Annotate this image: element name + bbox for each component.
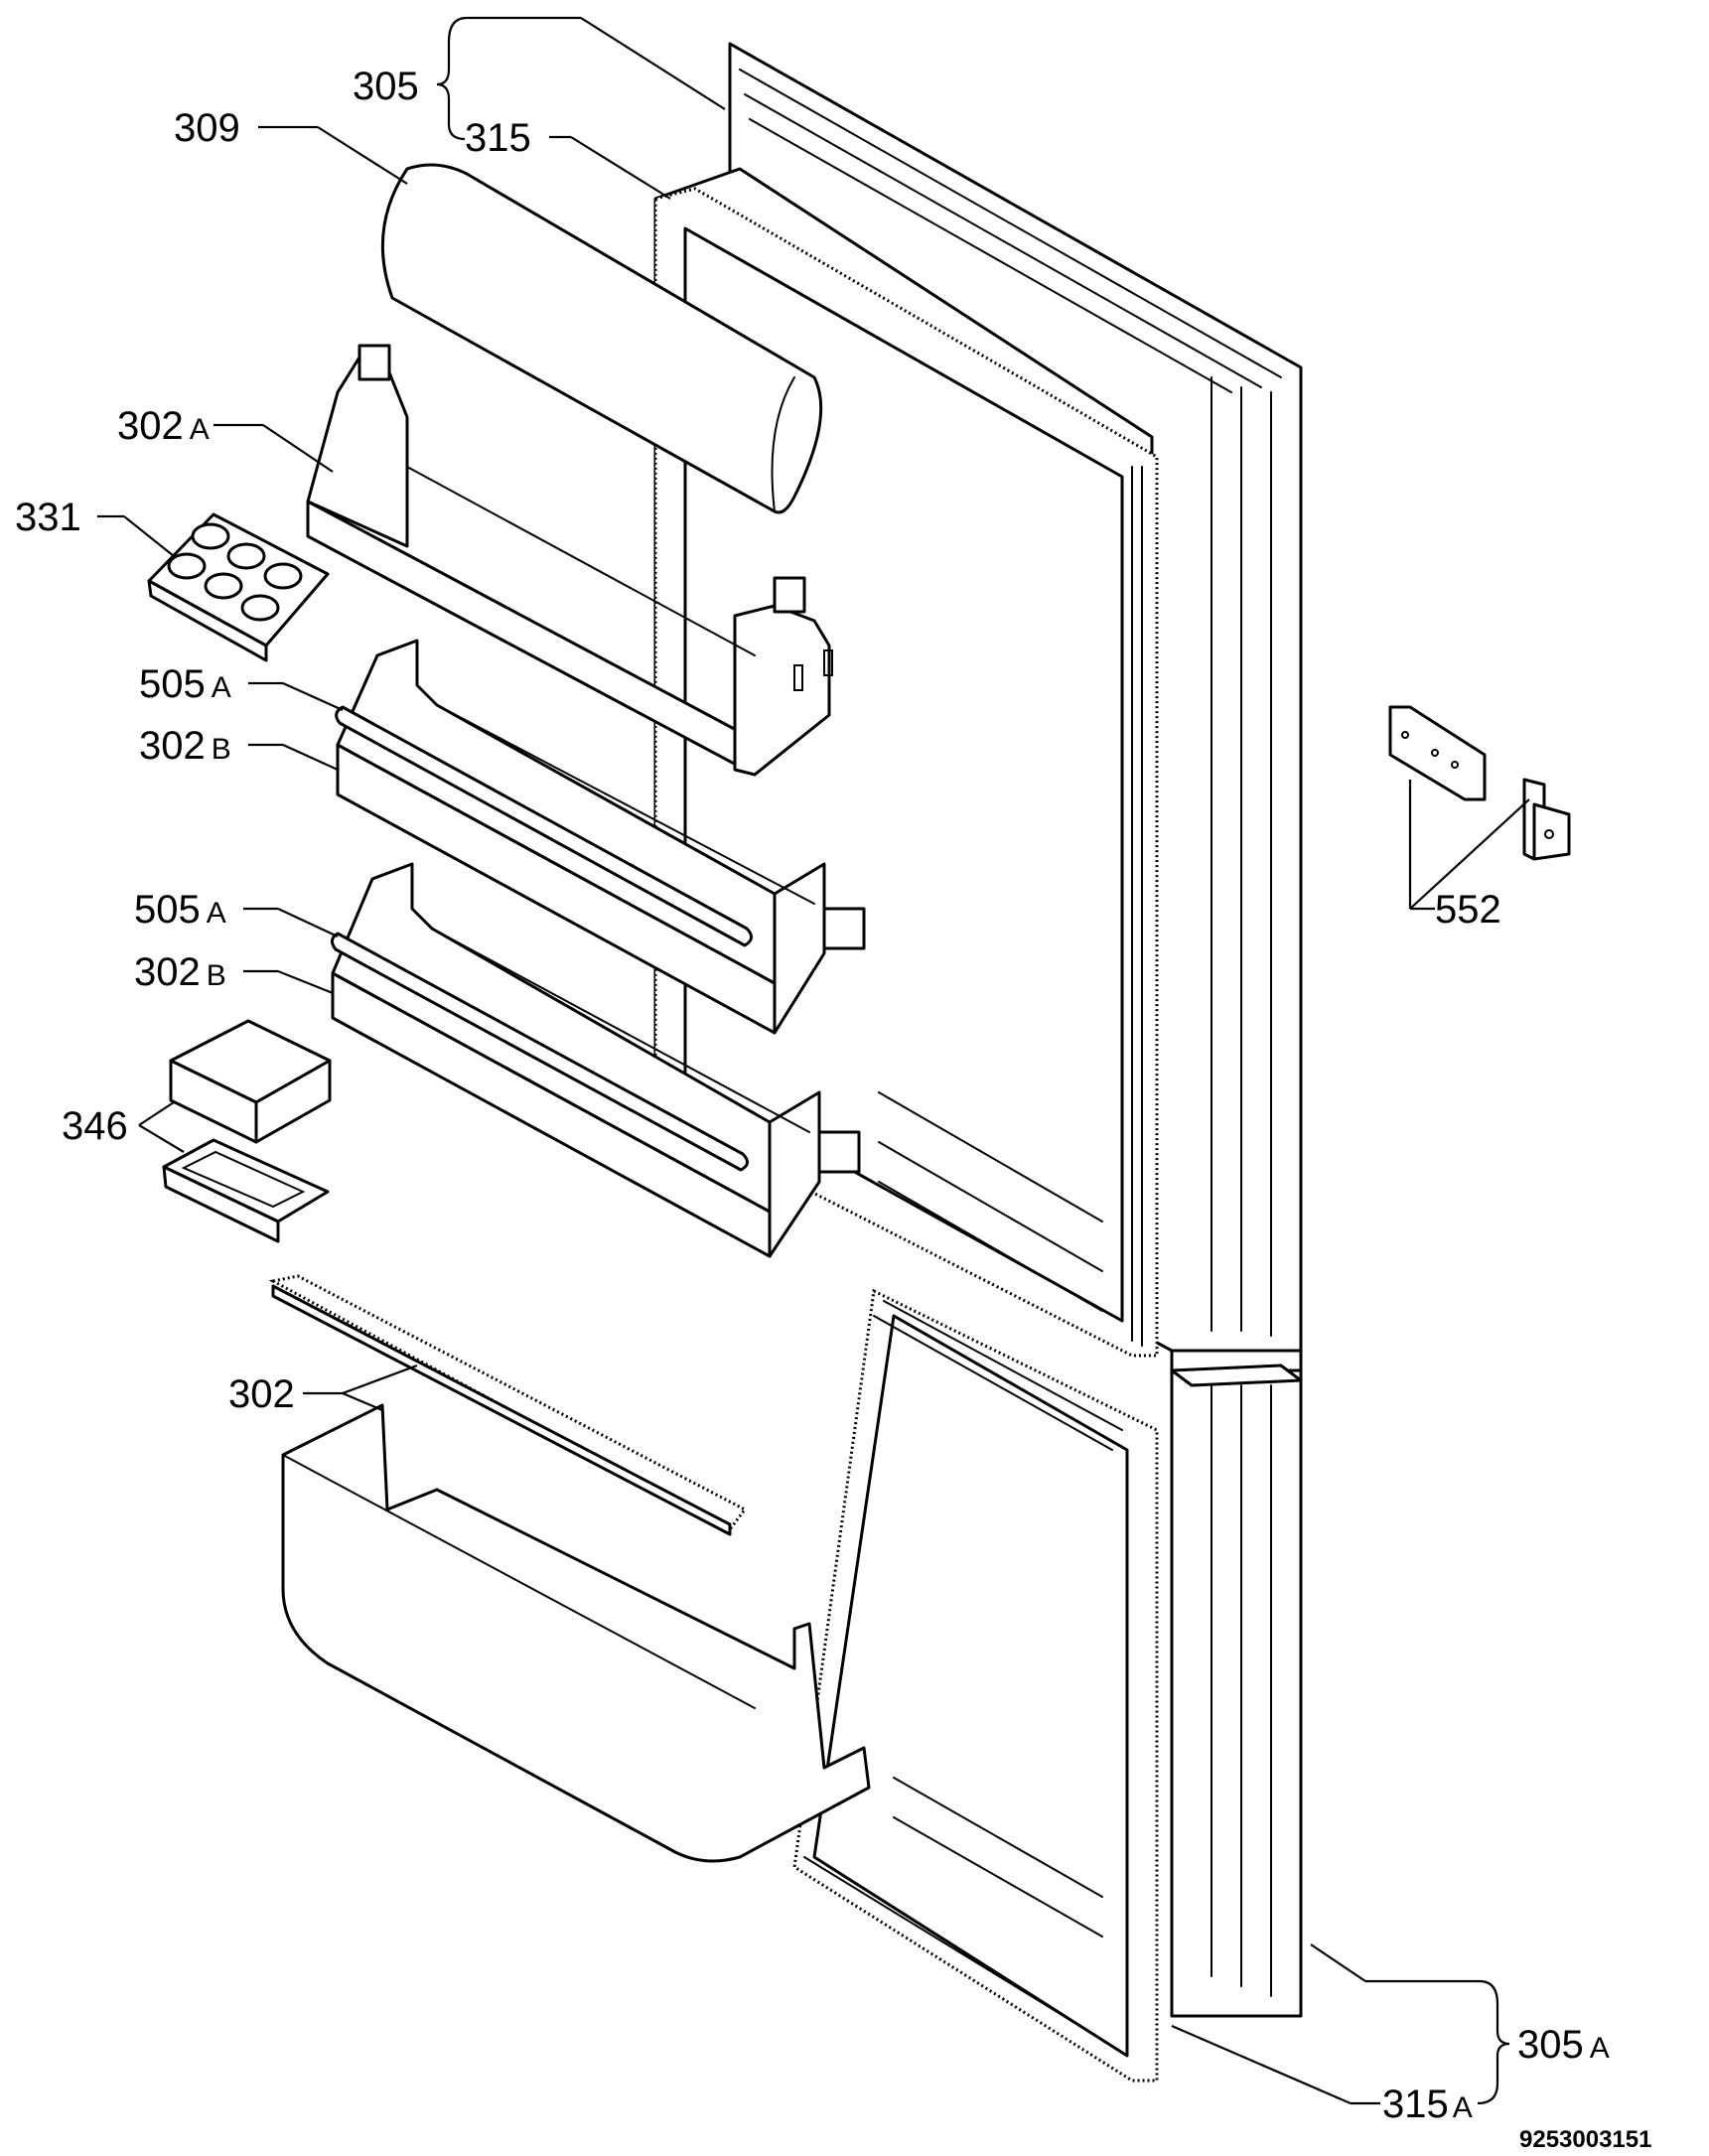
callout-346: 346 bbox=[62, 1104, 128, 1148]
callout-552: 552 bbox=[1435, 888, 1501, 932]
callout-305: 305 bbox=[353, 65, 419, 108]
part-302-door-bin bbox=[281, 1403, 871, 1863]
callout-315: 315 bbox=[465, 116, 531, 160]
part-309-flap bbox=[380, 163, 823, 514]
part-331-egg-tray bbox=[147, 512, 330, 662]
callout-309: 309 bbox=[174, 106, 240, 150]
part-302a-shelf bbox=[306, 344, 833, 777]
drawing-number: 9253003151 bbox=[1519, 2126, 1651, 2153]
callout-302: 302 bbox=[228, 1372, 295, 1416]
lower-door-assembly bbox=[792, 1288, 1303, 2083]
part-552-hinge bbox=[1388, 705, 1571, 861]
leader-lines bbox=[97, 16, 1530, 2105]
part-346-butter-box bbox=[162, 1019, 332, 1243]
callout-331: 331 bbox=[15, 496, 81, 539]
part-505a-upper-bar bbox=[335, 705, 753, 947]
part-302-rail bbox=[268, 1274, 748, 1536]
part-505a-lower-bar bbox=[331, 932, 749, 1172]
